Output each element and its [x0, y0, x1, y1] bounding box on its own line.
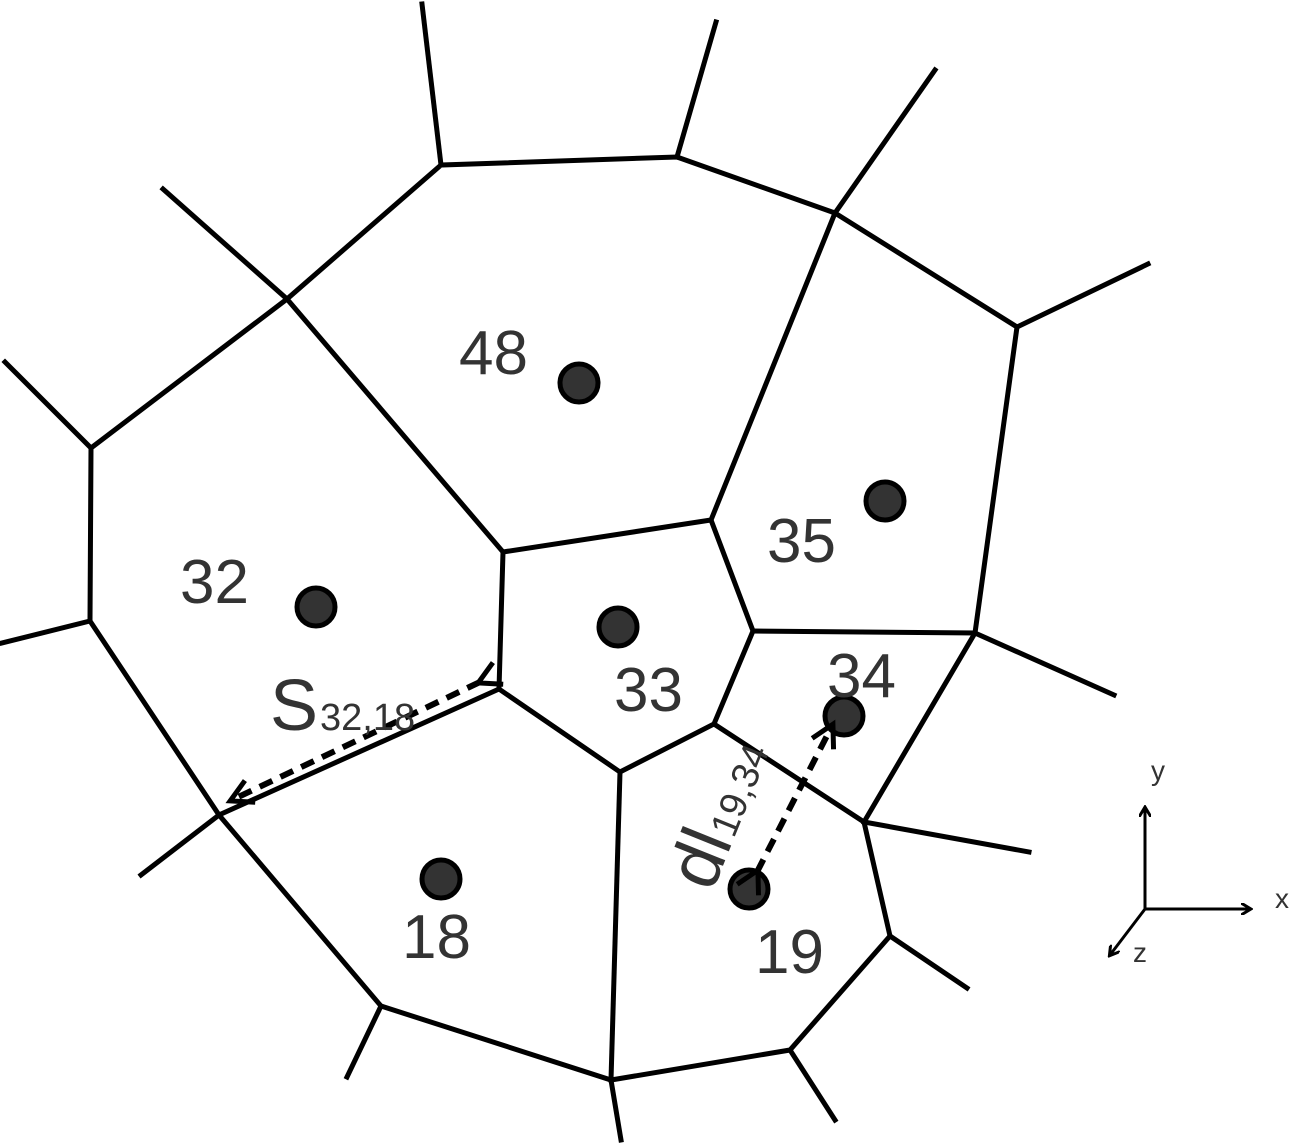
cell-edge: [0, 617, 94, 647]
cell-edge: [886, 932, 971, 992]
cell-label-48: 48: [459, 319, 528, 388]
cell-label-33: 33: [614, 656, 683, 725]
cell-edges: [0, 1, 1152, 1143]
cell-centers: [294, 361, 907, 911]
cell-label-19: 19: [755, 918, 824, 987]
distance-arrow: [735, 719, 837, 896]
coordinate-axes: y x z: [1110, 755, 1289, 968]
cell-edge: [831, 66, 939, 217]
cell-edge: [87, 154, 1020, 1083]
cell-edge: [861, 819, 1032, 855]
cell-label-35: 35: [767, 507, 836, 576]
surface-label-main: S: [270, 666, 318, 746]
cell-edge: [1013, 260, 1152, 331]
cell-edge: [786, 1046, 839, 1124]
x-axis-label: x: [1275, 883, 1289, 914]
cell-edge: [419, 1, 444, 168]
cell-center-48: [557, 361, 601, 405]
z-axis-label: z: [1133, 937, 1147, 968]
cell-edge: [750, 628, 978, 636]
surface-label: S32,18: [270, 666, 415, 746]
cell-label-34: 34: [827, 642, 896, 711]
cell-center-33: [596, 605, 640, 649]
surface-annotation: S32,18: [225, 661, 504, 805]
cell-label-32: 32: [180, 548, 249, 617]
cell-edge: [608, 769, 623, 1083]
cell-edge: [137, 811, 223, 879]
cell-edge: [971, 629, 1118, 699]
cell-center-32: [294, 585, 338, 629]
cell-labels: 48 35 32 33 34 18 19: [180, 319, 896, 987]
cell-edge: [343, 1002, 385, 1081]
cell-edge: [673, 18, 720, 161]
cell-edge: [159, 185, 291, 303]
cell-center-18: [419, 857, 463, 901]
cell-center-35: [863, 479, 907, 523]
z-axis: [1110, 908, 1147, 955]
cell-label-18: 18: [402, 903, 471, 972]
distance-label-sub: 19,34: [703, 739, 778, 843]
distance-label: dl19,34: [653, 727, 785, 899]
cell-edge: [283, 209, 839, 555]
surface-label-sub: 32,18: [320, 697, 415, 739]
cell-edge: [608, 1077, 624, 1143]
cell-edge: [1, 358, 95, 452]
y-axis-label: y: [1151, 755, 1165, 786]
